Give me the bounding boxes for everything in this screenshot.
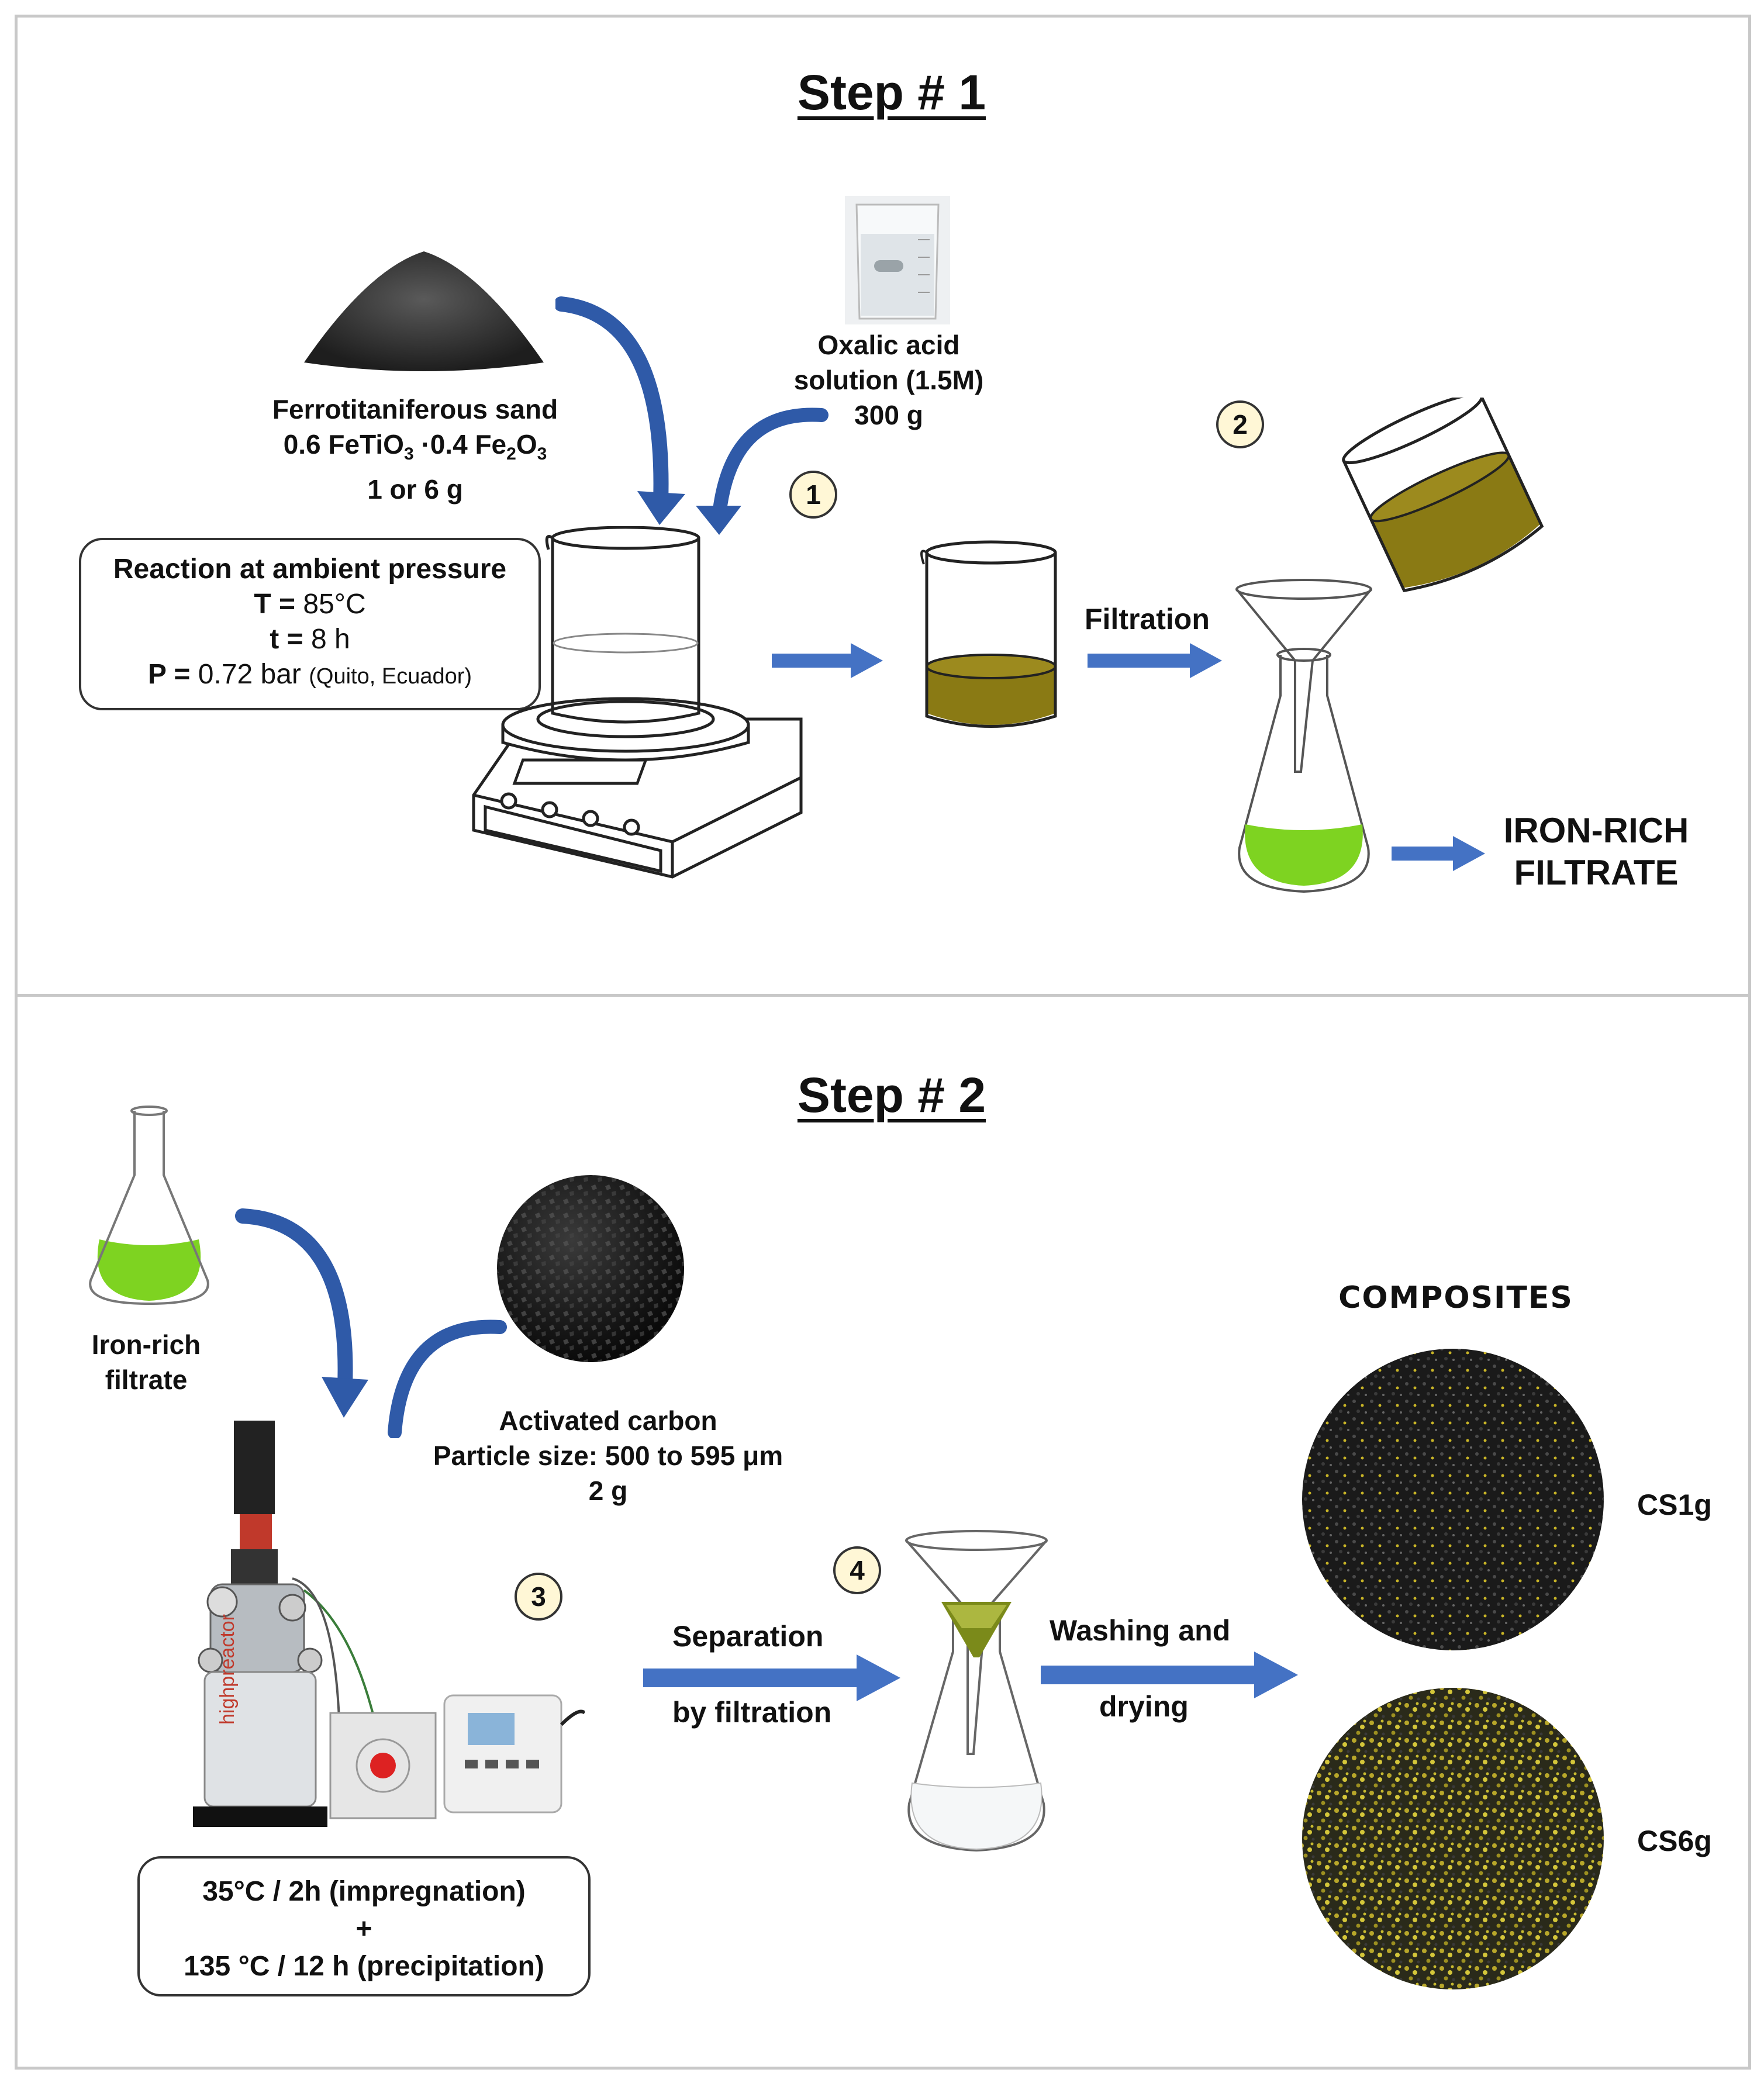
carbon-line2: Particle size: 500 to 595 μm xyxy=(433,1441,783,1471)
temperature-label: T = xyxy=(254,589,296,620)
hotplate-stirrer-image xyxy=(472,526,803,879)
time-row: t = 8 h xyxy=(81,622,538,657)
step1-title: Step # 1 xyxy=(797,65,986,120)
separation-flask-image xyxy=(905,1530,1048,1852)
sand-mass: 1 or 6 g xyxy=(367,474,463,505)
filtrate-line2: filtrate xyxy=(105,1365,188,1395)
acid-line3: 300 g xyxy=(854,400,923,430)
sand-label: Ferrotitaniferous sand 0.6 FeTiO3 ·0.4 F… xyxy=(228,392,602,507)
high-pressure-reactor-image xyxy=(193,1421,585,1827)
iron-filtrate-flask-image xyxy=(89,1106,209,1305)
cs1g-label: CS1g xyxy=(1637,1488,1712,1521)
curved-arrow-carbon-icon xyxy=(388,1319,507,1438)
time-value: 8 h xyxy=(310,624,350,655)
activated-carbon-image xyxy=(497,1175,684,1362)
sand-formula-b-sub: 2 xyxy=(506,444,516,464)
composites-title: COMPOSITES xyxy=(1338,1280,1573,1315)
step2-title: Step # 2 xyxy=(797,1068,986,1122)
temperature-value: 85°C xyxy=(303,589,366,620)
reactor-brand-label: highpreactor xyxy=(216,1614,239,1725)
cs1g-sample-image xyxy=(1302,1349,1604,1650)
pouring-beaker-image xyxy=(1342,398,1544,592)
washing-label-2: drying xyxy=(1099,1690,1189,1723)
arrow-right-icon xyxy=(1392,836,1485,871)
curved-arrow-sand-icon xyxy=(555,296,685,525)
sand-formula: 0.6 FeTiO3 ·0.4 Fe2O3 xyxy=(228,427,602,472)
sand-name: Ferrotitaniferous sand xyxy=(272,394,558,424)
step-marker-3: 3 xyxy=(515,1573,562,1621)
step-marker-1: 1 xyxy=(789,471,837,519)
conditions-line3: 135 °C / 12 h (precipitation) xyxy=(184,1951,544,1982)
curved-arrow-filtrate-icon xyxy=(235,1208,368,1418)
arrow-right-icon xyxy=(1088,643,1222,678)
sand-pile-image xyxy=(304,251,544,371)
filtration-label: Filtration xyxy=(1085,603,1210,635)
sand-formula-c: O xyxy=(516,429,537,460)
acid-label: Oxalic acid solution (1.5M) 300 g xyxy=(766,327,1012,433)
acid-line1: Oxalic acid xyxy=(817,330,960,360)
iron-rich-filtrate-output: IRON-RICH FILTRATE xyxy=(1479,810,1713,894)
washing-label-1: Washing and xyxy=(1050,1614,1231,1647)
arrow-right-icon xyxy=(772,643,883,678)
output-line2: FILTRATE xyxy=(1514,853,1679,892)
acid-line2: solution (1.5M) xyxy=(793,365,984,395)
conditions-line1: 35°C / 2h (impregnation) xyxy=(202,1876,526,1907)
activated-carbon-label: Activated carbon Particle size: 500 to 5… xyxy=(409,1403,807,1508)
sand-formula-mid: ·0.4 Fe xyxy=(413,429,507,460)
output-line1: IRON-RICH xyxy=(1503,811,1689,850)
pressure-row: P = 0.72 bar (Quito, Ecuador) xyxy=(81,657,538,694)
step-marker-4: 4 xyxy=(833,1546,881,1594)
pressure-value: 0.72 bar xyxy=(198,659,301,690)
time-label: t = xyxy=(270,624,303,655)
reaction-conditions-box: Reaction at ambient pressure T = 85°C t … xyxy=(79,538,541,710)
impregnation-conditions-box: 35°C / 2h (impregnation) + 135 °C / 12 h… xyxy=(137,1856,591,1996)
curved-arrow-acid-icon xyxy=(696,407,829,535)
cs6g-label: CS6g xyxy=(1637,1825,1712,1857)
carbon-line3: 2 g xyxy=(588,1476,628,1506)
iron-filtrate-label: Iron-rich filtrate xyxy=(64,1327,228,1397)
sand-formula-c-sub: 3 xyxy=(537,444,547,464)
sand-formula-a-sub: 3 xyxy=(403,444,414,464)
conditions-line2: + xyxy=(355,1913,372,1944)
filter-flask-image xyxy=(1235,579,1372,893)
brown-solution-beaker-image xyxy=(920,540,1057,728)
acid-beaker-image xyxy=(845,196,950,324)
step-marker-2: 2 xyxy=(1216,400,1264,448)
pressure-note: (Quito, Ecuador) xyxy=(309,664,472,689)
separation-label-2: by filtration xyxy=(672,1696,832,1729)
sand-formula-a: 0.6 FeTiO xyxy=(283,429,404,460)
cs6g-sample-image xyxy=(1302,1688,1604,1989)
reaction-heading: Reaction at ambient pressure xyxy=(113,554,507,585)
arrow-right-icon xyxy=(1041,1652,1298,1698)
carbon-line1: Activated carbon xyxy=(499,1405,717,1436)
temperature-row: T = 85°C xyxy=(81,587,538,622)
separation-label-1: Separation xyxy=(672,1620,824,1653)
filtrate-line1: Iron-rich xyxy=(91,1329,201,1360)
pressure-label: P = xyxy=(147,659,191,690)
arrow-right-icon xyxy=(643,1654,900,1701)
